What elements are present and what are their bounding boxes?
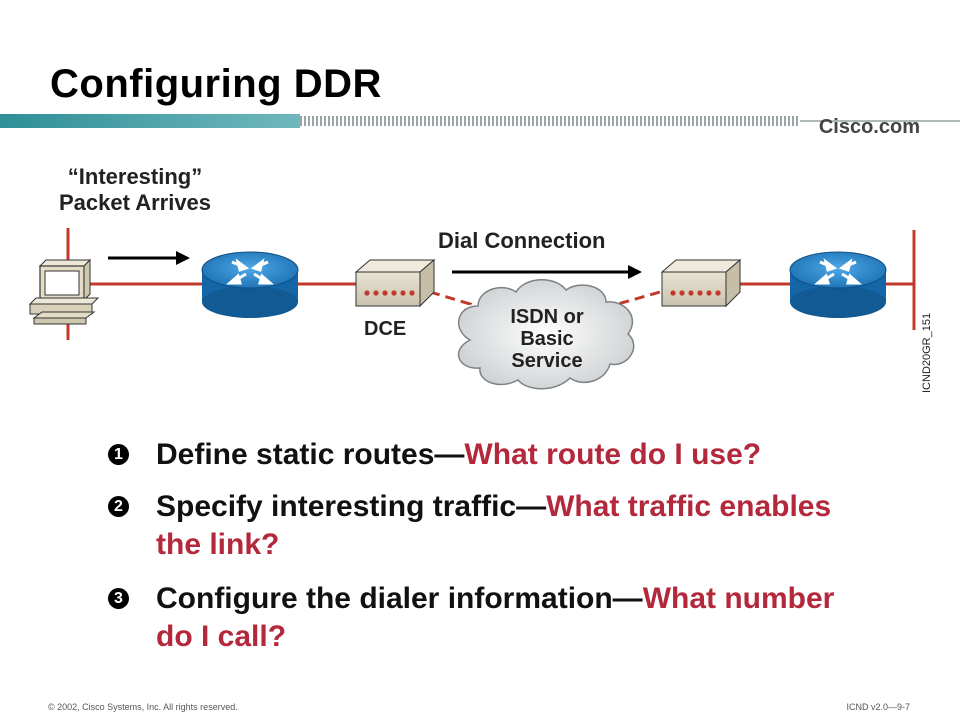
figure-code: ICND20GR_151 bbox=[921, 312, 933, 393]
bullet-black-text: Define static routes— bbox=[156, 438, 465, 471]
dce-label: DCE bbox=[364, 318, 407, 340]
cisco-brand-logo: Cisco.com bbox=[818, 116, 920, 138]
bullet-text: Specify interesting traffic—What traffic… bbox=[156, 488, 846, 564]
bullet-number-icon: 1 bbox=[108, 444, 129, 465]
interesting-packet-label: “Interesting” Packet Arrives bbox=[40, 164, 230, 216]
cloud-label-line3: Service bbox=[511, 350, 583, 372]
cloud-label-line2: Basic bbox=[520, 328, 574, 350]
bullet-black-text: Specify interesting traffic— bbox=[156, 490, 547, 523]
footer-course-page: ICND v2.0—9-7 bbox=[846, 702, 910, 712]
dial-connection-label: Dial Connection bbox=[438, 228, 606, 253]
right-router-icon bbox=[789, 251, 887, 318]
bullet-number-icon: 2 bbox=[108, 496, 129, 517]
ddr-network-diagram bbox=[28, 228, 916, 390]
bullet-red-text: What traffic enables the link? bbox=[156, 490, 832, 561]
packet-label-line1: “Interesting” bbox=[67, 164, 203, 189]
bullet-text: Define static routes—What route do I use… bbox=[156, 436, 846, 474]
cloud-label-line1: ISDN or bbox=[510, 306, 584, 328]
right-modem-icon bbox=[660, 258, 742, 308]
slide-title: Configuring DDR bbox=[50, 62, 382, 106]
packet-arrow bbox=[108, 251, 190, 265]
isdn-cloud bbox=[457, 279, 635, 390]
bullet-number-icon: 3 bbox=[108, 588, 129, 609]
dial-connection-arrow bbox=[452, 265, 642, 279]
bullet-red-text: What number do I call? bbox=[156, 582, 835, 653]
bullet-text: Configure the dialer information—What nu… bbox=[156, 580, 846, 656]
bullet-red-text: What route do I use? bbox=[464, 438, 762, 471]
header-band bbox=[0, 114, 960, 128]
workstation-icon bbox=[28, 258, 100, 325]
bullet-black-text: Configure the dialer information— bbox=[156, 582, 643, 615]
cloud-label: ISDN or Basic Service bbox=[488, 306, 606, 372]
dce-modem-icon bbox=[354, 258, 436, 308]
footer-copyright: © 2002, Cisco Systems, Inc. All rights r… bbox=[48, 702, 238, 712]
left-router-icon bbox=[201, 251, 299, 318]
packet-label-line2: Packet Arrives bbox=[58, 190, 212, 215]
